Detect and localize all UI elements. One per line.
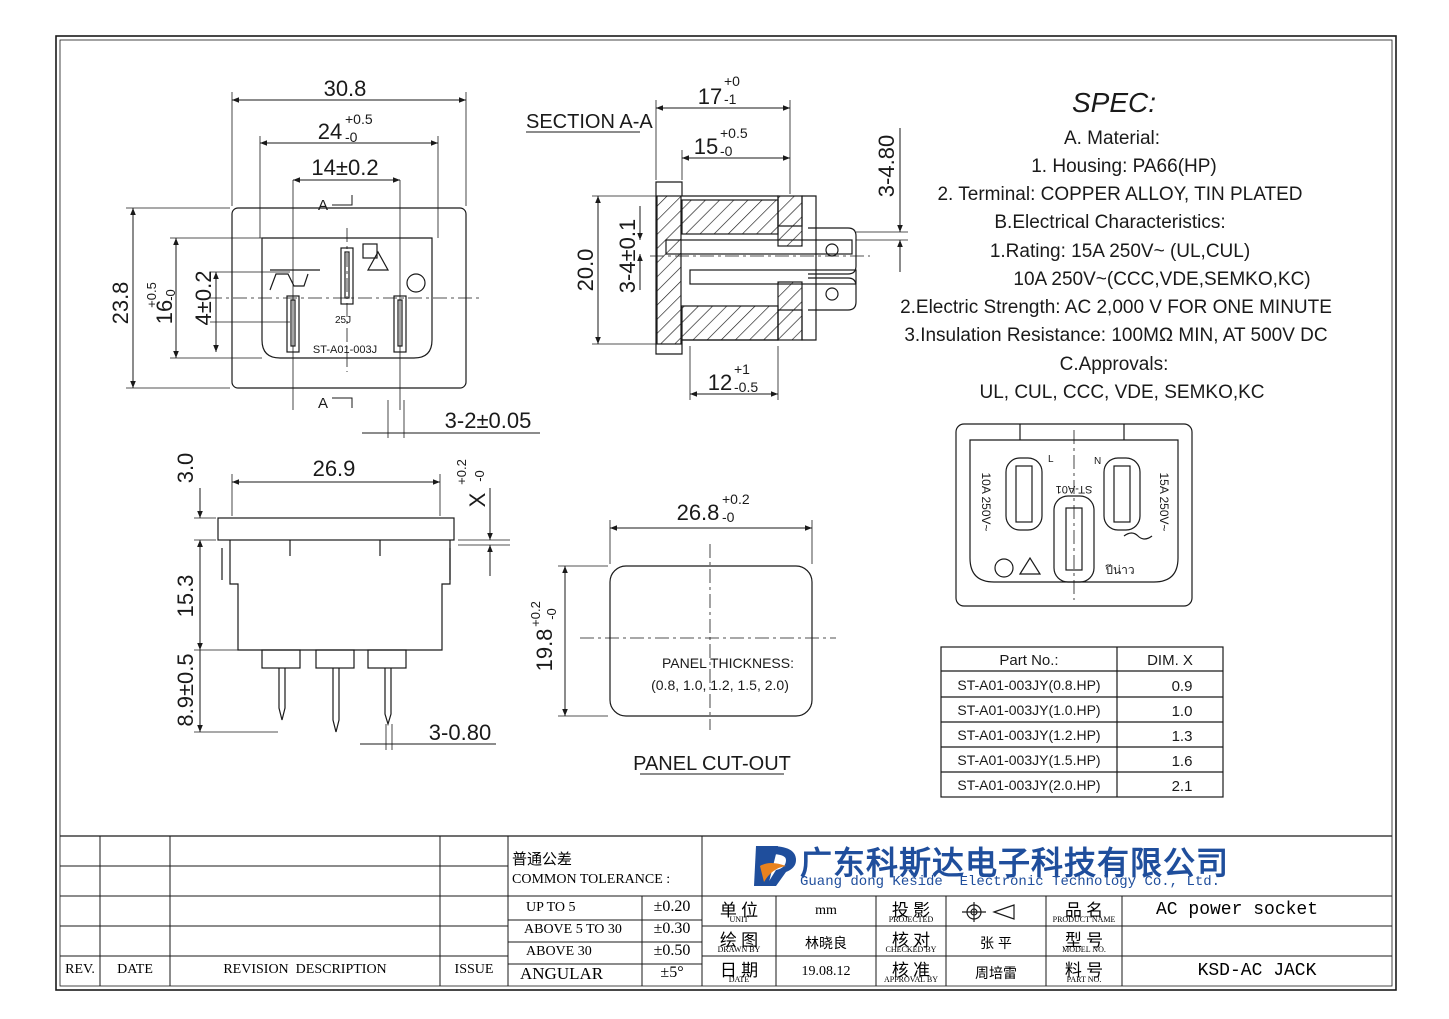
side-dim-top: 3.0 <box>173 453 198 484</box>
back-label-right: 15A 250V~ <box>1157 472 1171 531</box>
back-letter-n: N <box>1094 456 1101 467</box>
section-title: SECTION A-A <box>526 111 653 133</box>
front-dim-inner-width-tol: +0.5 <box>345 111 373 127</box>
parts-row-1-part: ST-A01-003JY(0.8.HP) <box>957 677 1100 693</box>
spec-line-5: 1.Rating: 15A 250V~ (UL,CUL) <box>990 241 1250 262</box>
section-dim-height: 20.0 <box>573 249 598 292</box>
side-dim-pin-w: 3-0.80 <box>429 720 491 745</box>
side-dim-x: X <box>465 492 490 507</box>
section-dim-mid-tol: +0.5 <box>720 125 748 141</box>
front-dim-inner-width: 24 <box>318 119 342 144</box>
back-view <box>955 423 1193 607</box>
side-dim-body: 15.3 <box>173 575 198 618</box>
spec-line-1: A. Material: <box>1064 128 1160 149</box>
front-dim-width: 30.8 <box>324 76 367 101</box>
cutout-dim-width-sub: -0 <box>722 509 735 525</box>
parts-header-dim: DIM. X <box>1147 652 1193 669</box>
parts-table-text: Part No.: DIM. X ST-A01-003JY(0.8.HP) 0.… <box>957 652 1193 795</box>
back-label-center: ST-A01 <box>1056 483 1093 495</box>
parts-row-2-dim: 1.0 <box>1172 703 1193 720</box>
section-dim-mid: 15 <box>694 134 718 159</box>
front-dim-pin-gap: 4±0.2 <box>191 271 216 326</box>
side-dim-pins: 8.9±0.5 <box>173 653 198 726</box>
front-dim-inner-width-sub: -0 <box>345 129 358 145</box>
back-letter-l: L <box>1048 454 1054 465</box>
parts-table <box>940 646 1224 798</box>
spec-title: SPEC: <box>1072 87 1156 118</box>
spec-line-7: 2.Electric Strength: AC 2,000 V FOR ONE … <box>900 297 1332 318</box>
section-dim-mid-sub: -0 <box>720 143 733 159</box>
company-logo <box>754 846 796 886</box>
front-dim-pin-span: 14±0.2 <box>311 155 378 180</box>
spec-line-2: 1. Housing: PA66(HP) <box>1031 156 1217 177</box>
section-dim-right: 3-4.80 <box>874 135 899 197</box>
front-dim-inner-height-tol: +0.5 <box>144 282 159 308</box>
cutout-dim-height-tol: +0.2 <box>528 601 543 627</box>
spec-line-4: B.Electrical Characteristics: <box>994 212 1225 233</box>
title-block-grid <box>60 835 1392 986</box>
parts-header-part: Part No.: <box>999 652 1058 669</box>
front-dim-inner-height: 16 <box>152 300 177 324</box>
parts-row-1-dim: 0.9 <box>1172 678 1193 695</box>
cutout-text: 26.8 +0.2 -0 19.8 +0.2 -0 PANEL THICKNES… <box>528 491 794 775</box>
parts-row-2-part: ST-A01-003JY(1.0.HP) <box>957 702 1100 718</box>
side-dim-x-sub: -0 <box>472 470 487 482</box>
section-mark-top: A <box>318 197 328 214</box>
section-dim-bottom-sub: -0.5 <box>734 379 758 395</box>
spec-line-3: 2. Terminal: COPPER ALLOY, TIN PLATED <box>937 184 1302 205</box>
parts-row-5-part: ST-A01-003JY(2.0.HP) <box>957 777 1100 793</box>
section-mark-bottom: A <box>318 395 328 412</box>
side-view-text: 26.9 3.0 15.3 8.9±0.5 X +0.2 -0 3-0.80 <box>173 453 491 745</box>
parts-row-4-part: ST-A01-003JY(1.5.HP) <box>957 752 1100 768</box>
cutout-view <box>558 520 836 775</box>
cutout-title: PANEL CUT-OUT <box>633 753 791 775</box>
section-view-text: SECTION A-A 17 +0 -1 15 +0.5 -0 12 +1 -0… <box>526 73 899 395</box>
spec-line-10: UL, CUL, CCC, VDE, SEMKO,KC <box>979 382 1264 403</box>
spec-line-6: 10A 250V~(CCC,VDE,SEMKO,KC) <box>1013 269 1310 290</box>
section-dim-top-tol: +0 <box>724 73 740 89</box>
cutout-note-2: (0.8, 1.0, 1.2, 1.5, 2.0) <box>651 677 789 693</box>
front-dim-inner-height-sub: -0 <box>163 289 178 301</box>
front-view-text: 30.8 24 +0.5 -0 14±0.2 23.8 16 +0.5 -0 4… <box>108 76 531 433</box>
front-mark-small: 25J <box>335 315 351 326</box>
back-view-text: 10A 250V~ 15A 250V~ ST-A01 L N ปีน่าว <box>979 454 1171 577</box>
section-dim-bottom-tol: +1 <box>734 361 750 377</box>
cutout-dim-height: 19.8 <box>532 629 557 672</box>
cutout-note-1: PANEL THICKNESS: <box>662 655 794 671</box>
section-dim-top-sub: -1 <box>724 91 737 107</box>
side-dim-x-tol: +0.2 <box>454 459 469 485</box>
drawing-border <box>55 35 1397 991</box>
front-label: ST-A01-003J <box>313 344 377 356</box>
front-dim-height: 23.8 <box>108 282 133 325</box>
spec-block: SPEC: A. Material: 1. Housing: PA66(HP) … <box>900 87 1332 403</box>
front-dim-pin-width: 3-2±0.05 <box>445 408 532 433</box>
parts-row-5-dim: 2.1 <box>1172 778 1193 795</box>
spec-line-9: C.Approvals: <box>1060 354 1169 375</box>
cutout-dim-height-sub: -0 <box>544 608 559 620</box>
section-dim-bottom: 12 <box>708 370 732 395</box>
cutout-dim-width-tol: +0.2 <box>722 491 750 507</box>
cutout-dim-width: 26.8 <box>677 500 720 525</box>
side-dim-width: 26.9 <box>313 456 356 481</box>
parts-row-3-part: ST-A01-003JY(1.2.HP) <box>957 727 1100 743</box>
front-view <box>126 92 540 438</box>
section-dim-top: 17 <box>698 84 722 109</box>
side-view <box>194 474 510 750</box>
spec-line-8: 3.Insulation Resistance: 100MΩ MIN, AT 5… <box>904 325 1327 346</box>
back-label-left: 10A 250V~ <box>979 472 993 531</box>
back-handwriting: ปีน่าว <box>1105 563 1135 577</box>
section-view <box>526 100 908 400</box>
section-dim-pin: 3-4±0.1 <box>615 219 640 293</box>
parts-row-3-dim: 1.3 <box>1172 728 1193 745</box>
parts-row-4-dim: 1.6 <box>1172 753 1193 770</box>
